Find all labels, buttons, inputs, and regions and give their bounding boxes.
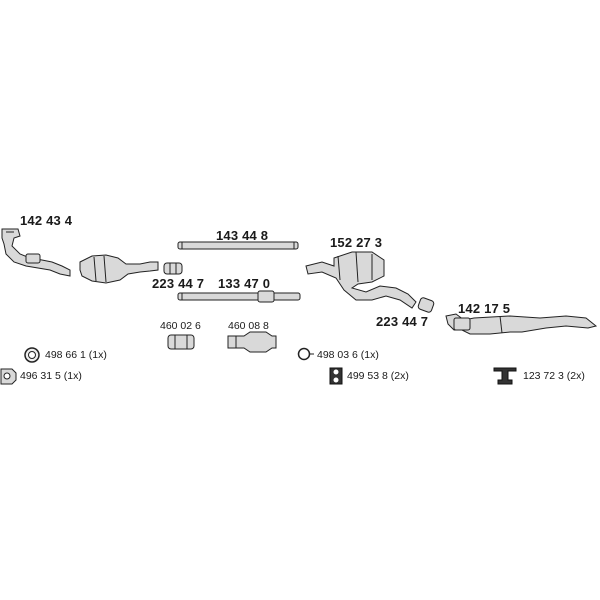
label-connector-short: 460 02 6 [160, 320, 201, 332]
label-clamp-front: 223 44 7 [152, 276, 205, 291]
label-ring-a: 498 66 1 (1x) [45, 349, 107, 361]
clamp-rear [417, 297, 435, 313]
connector-long [227, 331, 277, 353]
connector-short [167, 334, 195, 350]
label-hanger-bracket: 123 72 3 (2x) [523, 370, 585, 382]
label-clamp-rear: 223 44 7 [376, 314, 429, 329]
label-rear-silencer: 142 17 5 [458, 301, 511, 316]
label-middle-silencer: 152 27 3 [330, 235, 383, 250]
ring-clip-icon [297, 347, 314, 361]
gasket-icon [0, 368, 17, 385]
catalytic-converter [79, 254, 159, 284]
middle-silencer [305, 251, 417, 309]
label-ring-b: 498 03 6 (1x) [317, 349, 379, 361]
ring-icon [24, 347, 40, 363]
rear-silencer [445, 313, 598, 335]
label-rubber-mount: 499 53 8 (2x) [347, 370, 409, 382]
label-pipe-middle: 133 47 0 [218, 276, 271, 291]
label-pipe-long-upper: 143 44 8 [216, 228, 269, 243]
clamp-front [163, 262, 183, 275]
pipe-middle [177, 290, 301, 303]
label-gasket: 496 31 5 (1x) [20, 370, 82, 382]
front-pipe [1, 228, 71, 277]
pipe-long-upper [177, 241, 299, 250]
label-front-pipe: 142 43 4 [20, 213, 73, 228]
rubber-mount-icon [329, 367, 343, 385]
hanger-icon [493, 367, 517, 385]
label-connector-long: 460 08 8 [228, 320, 269, 332]
